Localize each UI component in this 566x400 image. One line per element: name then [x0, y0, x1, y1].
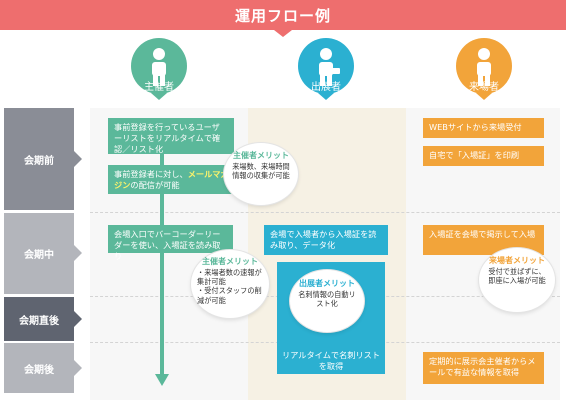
organizer-pre-list-box: 事前登録を行っているユーザーリストをリアルタイムで確認／リスト化: [108, 118, 234, 154]
organizer-during-scan-box: 会場入口でバーコーダーリーダーを使い、入場証を読み取り: [108, 225, 233, 261]
visitor-print-box: 自宅で「入場証」を印刷: [423, 146, 544, 166]
organizer-merit-bubble-during: 主催者メリット ・来場者数の速報が集計可能 ・受付スタッフの削減が可能: [191, 250, 269, 318]
organizer-flow-arrow: [155, 150, 169, 386]
organizer-mail-text-post: の配信が可能: [130, 180, 180, 191]
organizer-actor-icon: [131, 38, 187, 94]
visitor-actor-pointer: [476, 93, 492, 100]
organizer-pre-mail-box: 事前登録者に対し、メールマガジンの配信が可能: [108, 165, 238, 194]
visitor-web-register-box: WEBサイトから来場受付: [423, 118, 544, 138]
organizer-mail-highlight: メールマガジン: [114, 169, 229, 191]
visitor-merit-bubble: 来場者メリット 受付で並ばずに、即座に入場が可能: [479, 248, 555, 312]
bubble-body: 来場数、来場時間情報の収集が可能: [232, 161, 290, 180]
phase-tip: [74, 151, 82, 167]
phase-label-before: 会期前: [4, 108, 74, 210]
actor-label-visitor: 来場者: [469, 82, 499, 93]
organizer-merit-bubble-pre: 主催者メリット 来場数、来場時間情報の収集が可能: [224, 143, 298, 205]
bubble-title: 主催者メリット: [202, 257, 258, 266]
banner-pointer: [274, 30, 292, 37]
bubble-body: 受付で並ばずに、即座に入場が可能: [488, 266, 546, 285]
bubble-title: 主催者メリット: [233, 151, 289, 160]
bubble-title: 出展者メリット: [299, 279, 355, 288]
exhibitor-actor-icon: [298, 38, 354, 94]
exhibitor-actor-pointer: [318, 93, 334, 100]
phase-label-after: 会期後: [4, 343, 74, 393]
phase-label-just-after: 会期直後: [4, 297, 74, 341]
actor-label-organizer: 主催者: [144, 82, 174, 93]
organizer-mail-text-pre: 事前登録者に対し、: [114, 169, 188, 179]
phase-tip: [74, 311, 82, 327]
phase-tip: [74, 245, 82, 261]
bubble-title: 来場者メリット: [489, 256, 545, 265]
organizer-actor-pointer: [151, 93, 167, 100]
visitor-info-box: 定期的に展示会主催者からメールで有益な情報を取得: [423, 352, 544, 384]
actor-label-exhibitor: 出展者: [311, 82, 341, 93]
visitor-actor-icon: [456, 38, 512, 94]
bubble-body: ・来場者数の速報が集計可能 ・受付スタッフの削減が可能: [197, 267, 262, 305]
visitor-entry-box: 入場証を会場で掲示して入場: [423, 225, 544, 255]
phase-label-during: 会期中: [4, 213, 74, 294]
row-separator: [90, 212, 560, 213]
bubble-body: 名刺情報の自動リスト化: [298, 289, 356, 308]
exhibitor-merit-bubble: 出展者メリット 名刺情報の自動リスト化: [290, 270, 364, 332]
phase-tip: [74, 360, 82, 376]
page-title: 運用フロー例: [0, 0, 566, 30]
exhibitor-scan-box: 会場で入場者から入場証を読み取り、データ化: [264, 225, 388, 255]
exhibitor-list-text: リアルタイムで名刺リストを取得: [282, 350, 381, 372]
